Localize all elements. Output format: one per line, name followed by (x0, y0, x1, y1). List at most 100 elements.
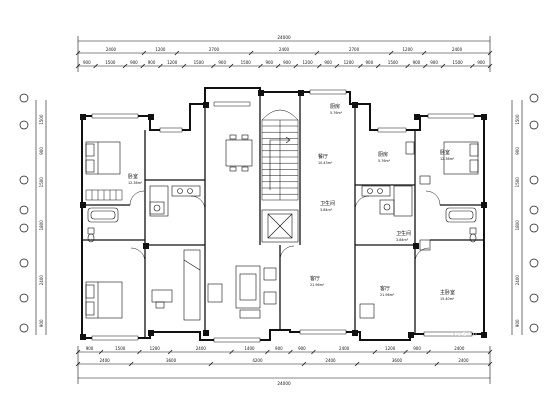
dimension-label: 1800 (39, 220, 44, 231)
dimension-label: 1500 (241, 60, 252, 65)
dimension-label: 1500 (39, 177, 44, 188)
dimension-label: 900 (39, 147, 44, 155)
top-total-dimension: 24000 (277, 35, 291, 40)
bottom-dimension-chain (77, 346, 491, 384)
bottom-total-dimension: 24000 (277, 381, 291, 386)
dimension-label: 900 (515, 319, 520, 327)
dimension-label: 1500 (515, 114, 520, 125)
room-name: 卫生间 (396, 230, 411, 237)
dimension-label: 2400 (458, 358, 469, 363)
dimension-tick (98, 349, 104, 355)
dimension-label: 1500 (115, 346, 126, 351)
room-area: 12.36m² (440, 157, 455, 161)
dimension-label: 2400 (279, 47, 290, 52)
room-name: 厨房 (330, 103, 340, 110)
dimension-tick (388, 50, 394, 56)
bed-top-right (443, 141, 479, 175)
room-area: 3.84m² (320, 208, 333, 212)
dimension-tick (487, 361, 493, 367)
dimension-tick (405, 63, 410, 69)
dimension-label: 900 (413, 60, 421, 65)
dimension-label: 2400 (515, 275, 520, 286)
dimension-label: 1500 (39, 114, 44, 125)
dimension-label: 900 (148, 60, 156, 65)
dimension-label: 2700 (349, 47, 360, 52)
kitchen-right (361, 185, 413, 217)
sofa-set-left (235, 265, 277, 319)
dimension-label: 1800 (515, 220, 520, 231)
dimension-tick (487, 50, 493, 56)
dimension-tick (426, 349, 431, 355)
dimension-label: 2400 (452, 47, 463, 52)
dimension-label: 1500 (388, 60, 399, 65)
dimension-tick (470, 63, 475, 69)
dimension-tick (403, 349, 408, 355)
dimension-tick (167, 349, 173, 355)
dimension-tick (375, 63, 381, 69)
staircase (261, 109, 299, 201)
dimension-tick (140, 63, 146, 69)
right-dimension-chain (511, 100, 523, 335)
bottom-dimension-ticks-row2 (75, 361, 493, 367)
dimension-label: 2400 (106, 47, 117, 52)
dimension-label: 900 (218, 60, 226, 65)
dimension-tick (487, 349, 493, 355)
dimension-label: 1200 (403, 47, 414, 52)
room-area: 21.96m² (310, 283, 325, 287)
bed-top-left (85, 141, 121, 175)
top-dimension-ticks-row2 (75, 63, 493, 69)
dimension-tick (93, 63, 98, 69)
room-area: 12.36m² (128, 181, 143, 185)
dimension-label: 900 (283, 60, 291, 65)
dimension-label: 3600 (166, 358, 177, 363)
dimension-tick (137, 349, 142, 355)
dimension-tick (440, 63, 446, 69)
dimension-label: 1500 (453, 60, 464, 65)
dimension-tick (181, 63, 187, 69)
bed-bottom-left (85, 281, 123, 319)
dimension-label: 1500 (194, 60, 205, 65)
dimension-label: 2400 (39, 275, 44, 286)
toilet-right (469, 227, 477, 243)
left-axis-bubbles (19, 93, 29, 333)
dimension-tick (301, 361, 307, 367)
dimension-tick (248, 50, 254, 56)
dimension-label: 900 (83, 60, 91, 65)
dimension-tick (158, 63, 163, 69)
elevator (261, 209, 299, 243)
dimension-label: 900 (130, 60, 138, 65)
dimension-tick (421, 50, 427, 56)
dimension-label: 2700 (209, 47, 220, 52)
room-name: 客厅 (310, 275, 320, 282)
dimension-label: 900 (324, 60, 332, 65)
dimension-tick (141, 50, 147, 56)
dimension-tick (275, 63, 281, 69)
dining-table (225, 134, 253, 172)
dimension-tick (229, 349, 234, 355)
structural-columns (80, 90, 487, 340)
dimension-label: 3600 (392, 358, 403, 363)
kitchen-left (149, 185, 201, 217)
bathtub-right (445, 207, 477, 223)
dimension-label: 1200 (150, 346, 161, 351)
dimension-label: 900 (275, 346, 283, 351)
dimension-tick (122, 63, 128, 69)
dimension-tick (208, 361, 214, 367)
dimension-label: 1200 (167, 60, 178, 65)
dimension-tick (354, 361, 360, 367)
dimension-label: 1200 (344, 60, 355, 65)
dimension-tick (211, 63, 216, 69)
dimension-label: 1500 (105, 60, 116, 65)
dimension-tick (372, 349, 378, 355)
room-name: 主卧室 (440, 289, 455, 296)
dimension-tick (75, 349, 81, 355)
room-name: 卧室 (440, 149, 450, 156)
dimension-label: 2400 (99, 358, 110, 363)
left-dimension-chain (35, 100, 47, 335)
room-area: 10.43m² (318, 161, 333, 165)
dimension-label: 900 (515, 147, 520, 155)
